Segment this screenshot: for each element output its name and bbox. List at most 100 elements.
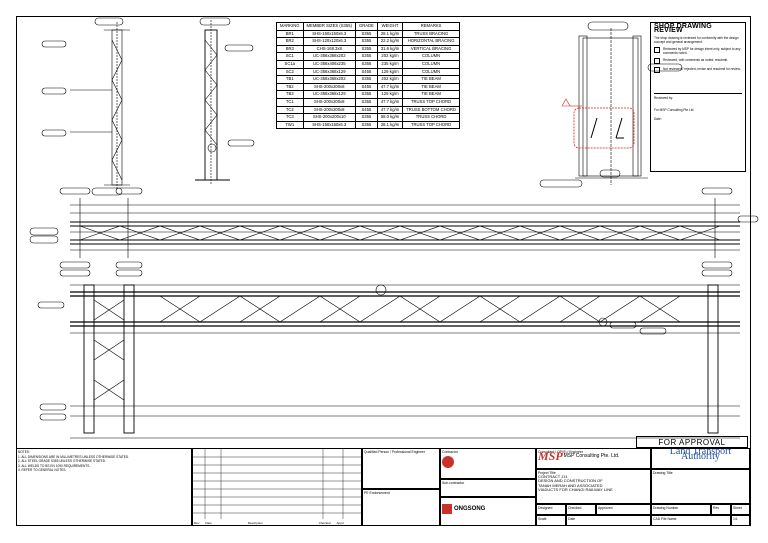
header-cell: MEMBER SIZES (S355): [302, 22, 356, 31]
note-line: 2. ALL STEEL GRADE S355 UNLESS OTHERWISE…: [18, 459, 106, 464]
table-cell: S455: [354, 82, 378, 92]
revision-table: Rev Date Description Checked Appd: [192, 449, 362, 526]
table-cell: TRUSS TOP CHORD: [402, 120, 460, 130]
table-cell: BR3: [276, 44, 304, 54]
table-cell: S355: [354, 97, 378, 107]
table-cell: SC2: [276, 67, 304, 77]
table-cell: UC-356x368x202: [302, 75, 356, 84]
review-title: SHOP DRAWING REVIEW: [654, 23, 712, 34]
consultant-name: MSP Consulting Pte. Ltd.: [563, 453, 620, 460]
drawing-title-box: Drawing Title: [651, 469, 750, 504]
table-cell: 129 kg/m: [376, 67, 404, 77]
table-cell: SHS-150x150x6.3: [302, 29, 356, 39]
table-cell: S355: [354, 44, 378, 54]
checkbox[interactable]: [654, 67, 660, 73]
table-cell: 58.0 kg/m: [376, 113, 404, 122]
table-cell: 202 kg/m: [376, 52, 404, 61]
table-cell: 129 kg/m: [376, 90, 404, 99]
steel-fabricator-box: ONGSONG: [440, 497, 536, 526]
field-rev: Rev: [711, 504, 731, 515]
table-header-row: MARKING MEMBER SIZES (S355) GRADE WEIGHT…: [276, 22, 460, 31]
section-view-3: [539, 21, 683, 188]
note-line: 1. ALL DIMENSIONS ARE IN MILLIMETRES UNL…: [18, 454, 130, 459]
table-cell: CHS-168.3x8: [302, 44, 356, 54]
project-line: DESIGN AND CONSTRUCTION OF: [538, 478, 603, 484]
table-cell: BR2: [276, 37, 304, 46]
table-cell: S455: [354, 67, 378, 77]
table-cell: SC1: [276, 52, 304, 61]
checkbox[interactable]: [654, 47, 660, 53]
note-line: 3. ALL WELDS TO BS EN 1090 REQUIREMENTS.: [18, 463, 91, 468]
header-cell: REMARKS: [402, 22, 460, 31]
table-cell: TB1: [276, 75, 304, 84]
notes-panel: NOTES: 1. ALL DIMENSIONS ARE IN MILLIMET…: [17, 449, 192, 526]
section-view-1: [41, 17, 130, 196]
section-view-2: [195, 17, 255, 185]
table-cell: TRUSS TOP CHORD: [402, 97, 460, 107]
table-cell: 235 kg/m: [376, 59, 404, 69]
note-line: 4. REFER TO GENERAL NOTES.: [18, 468, 67, 473]
table-cell: TRUSS CHORD: [402, 113, 460, 122]
member-schedule-table: MARKING MEMBER SIZES (S355) GRADE WEIGHT…: [276, 22, 460, 130]
contractor-box: Contractor: [440, 449, 536, 479]
revision-grid: [193, 449, 361, 519]
table-cell: S455: [354, 105, 378, 115]
table-cell: COLUMN: [402, 52, 460, 61]
lta-logo: Land Transport Authority: [669, 449, 732, 463]
table-cell: SHS-200x200x8: [302, 105, 356, 115]
header-cell: WEIGHT: [376, 22, 404, 31]
table-cell: SHS-200x200x8: [302, 97, 356, 107]
review-intro: The shop drawing is reviewed for conform…: [654, 36, 739, 44]
table-cell: UC-356x368x129: [302, 67, 356, 77]
truss-elevation: [37, 269, 740, 439]
table-cell: 47.7 kg/m: [376, 82, 404, 92]
field-scale: Scale: [536, 515, 566, 526]
msp-logo: MSP: [538, 449, 563, 464]
table-cell: 31.6 kg/m: [376, 44, 404, 54]
table-cell: 22.2 kg/m: [376, 37, 404, 46]
table-cell: COLUMN: [402, 59, 460, 69]
project-line: CONTRACT J11: [538, 474, 568, 480]
checkbox[interactable]: [654, 58, 660, 64]
review-option: Reviewed by MSP for design intent only, …: [654, 47, 742, 55]
for-approval-stamp: FOR APPROVAL: [636, 436, 748, 448]
table-cell: TC2: [276, 105, 304, 115]
table-cell: TRUSS BOTTOM CHORD: [402, 105, 460, 115]
field-checked: Checked: [566, 504, 596, 515]
field-sheet: Sheet: [731, 504, 750, 515]
table-cell: 28.1 kg/m: [376, 120, 404, 130]
table-cell: S355: [354, 90, 378, 99]
field-drawing-number: Drawing Number: [651, 504, 711, 515]
table-cell: S355: [354, 52, 378, 61]
table-cell: VERTICAL BRACING: [402, 44, 460, 54]
project-line: VIADUCTS FOR CHANGI RAILWAY LINE: [538, 486, 613, 492]
pe-endorsement-box: PE Endorsement: [362, 489, 440, 526]
table-cell: 47.7 kg/m: [376, 97, 404, 107]
table-cell: TIE BEAM: [402, 90, 460, 99]
table-cell: TB3: [276, 90, 304, 99]
field-approved: Approved: [596, 504, 651, 515]
client-box: Land Transport Authority: [651, 449, 750, 469]
table-cell: SC1a: [276, 59, 304, 69]
field-cad-file: CAD File Name: [651, 515, 731, 526]
review-date: Date:: [654, 117, 662, 121]
fabricator-name: ONGSONG: [454, 505, 486, 512]
table-cell: 202 kg/m: [376, 75, 404, 84]
ongsong-logo-mark: [442, 504, 452, 514]
field-designed: Designed: [536, 504, 566, 515]
shop-drawing-review-stamp: SHOP DRAWING REVIEW The shop drawing is …: [650, 22, 746, 172]
table-cell: S355: [354, 75, 378, 84]
review-option: Not reviewed / rejected; revise and resu…: [654, 67, 742, 73]
